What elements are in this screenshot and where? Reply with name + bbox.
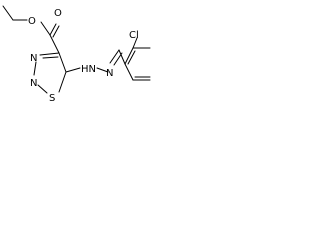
bond-ch-aryl <box>118 49 126 65</box>
bond-ring-c4-n3-a <box>39 52 60 56</box>
bond-n-ch-double-a <box>109 49 120 64</box>
bond-aryl-cl <box>132 37 138 49</box>
bond-carbonyl-ring <box>49 34 60 54</box>
bond-benzene-6-1 <box>124 63 134 81</box>
bond-nh-n <box>96 67 109 73</box>
bond-carbonyl-double-a <box>49 23 57 36</box>
atom-label-ring-s: S <box>49 93 55 104</box>
bond-ring-c4-c5 <box>58 52 67 73</box>
bond-benzene-1-2-inner <box>127 50 136 65</box>
structure-canvas: O O N N S HN N Cl <box>0 0 152 121</box>
bond-ring-n2-s1 <box>37 84 48 94</box>
bond-c5-nh <box>65 67 81 73</box>
atom-label-hydrazone-n: N <box>106 68 113 79</box>
atom-label-ring-n-bottom: N <box>30 78 37 89</box>
bond-ethyl-ch3-ch2 <box>2 5 14 21</box>
bond-carbonyl-double-b <box>52 25 60 38</box>
molecule-diagram: O O N N S HN N Cl <box>2 5 151 104</box>
atom-label-ester-o-side: O <box>28 16 36 27</box>
atom-label-nh: HN <box>81 64 96 75</box>
atom-label-ester-o-top: O <box>54 8 62 19</box>
atom-label-cl: Cl <box>129 30 139 41</box>
bond-ring-n3-n2 <box>33 61 37 76</box>
bond-ring-s1-c5 <box>58 71 67 93</box>
bond-o-carbonyl <box>40 21 51 36</box>
bond-ring-c4-n3-b <box>42 56 59 59</box>
atom-label-ring-n-top: N <box>30 53 37 64</box>
bond-benzene-1-2 <box>124 47 134 65</box>
